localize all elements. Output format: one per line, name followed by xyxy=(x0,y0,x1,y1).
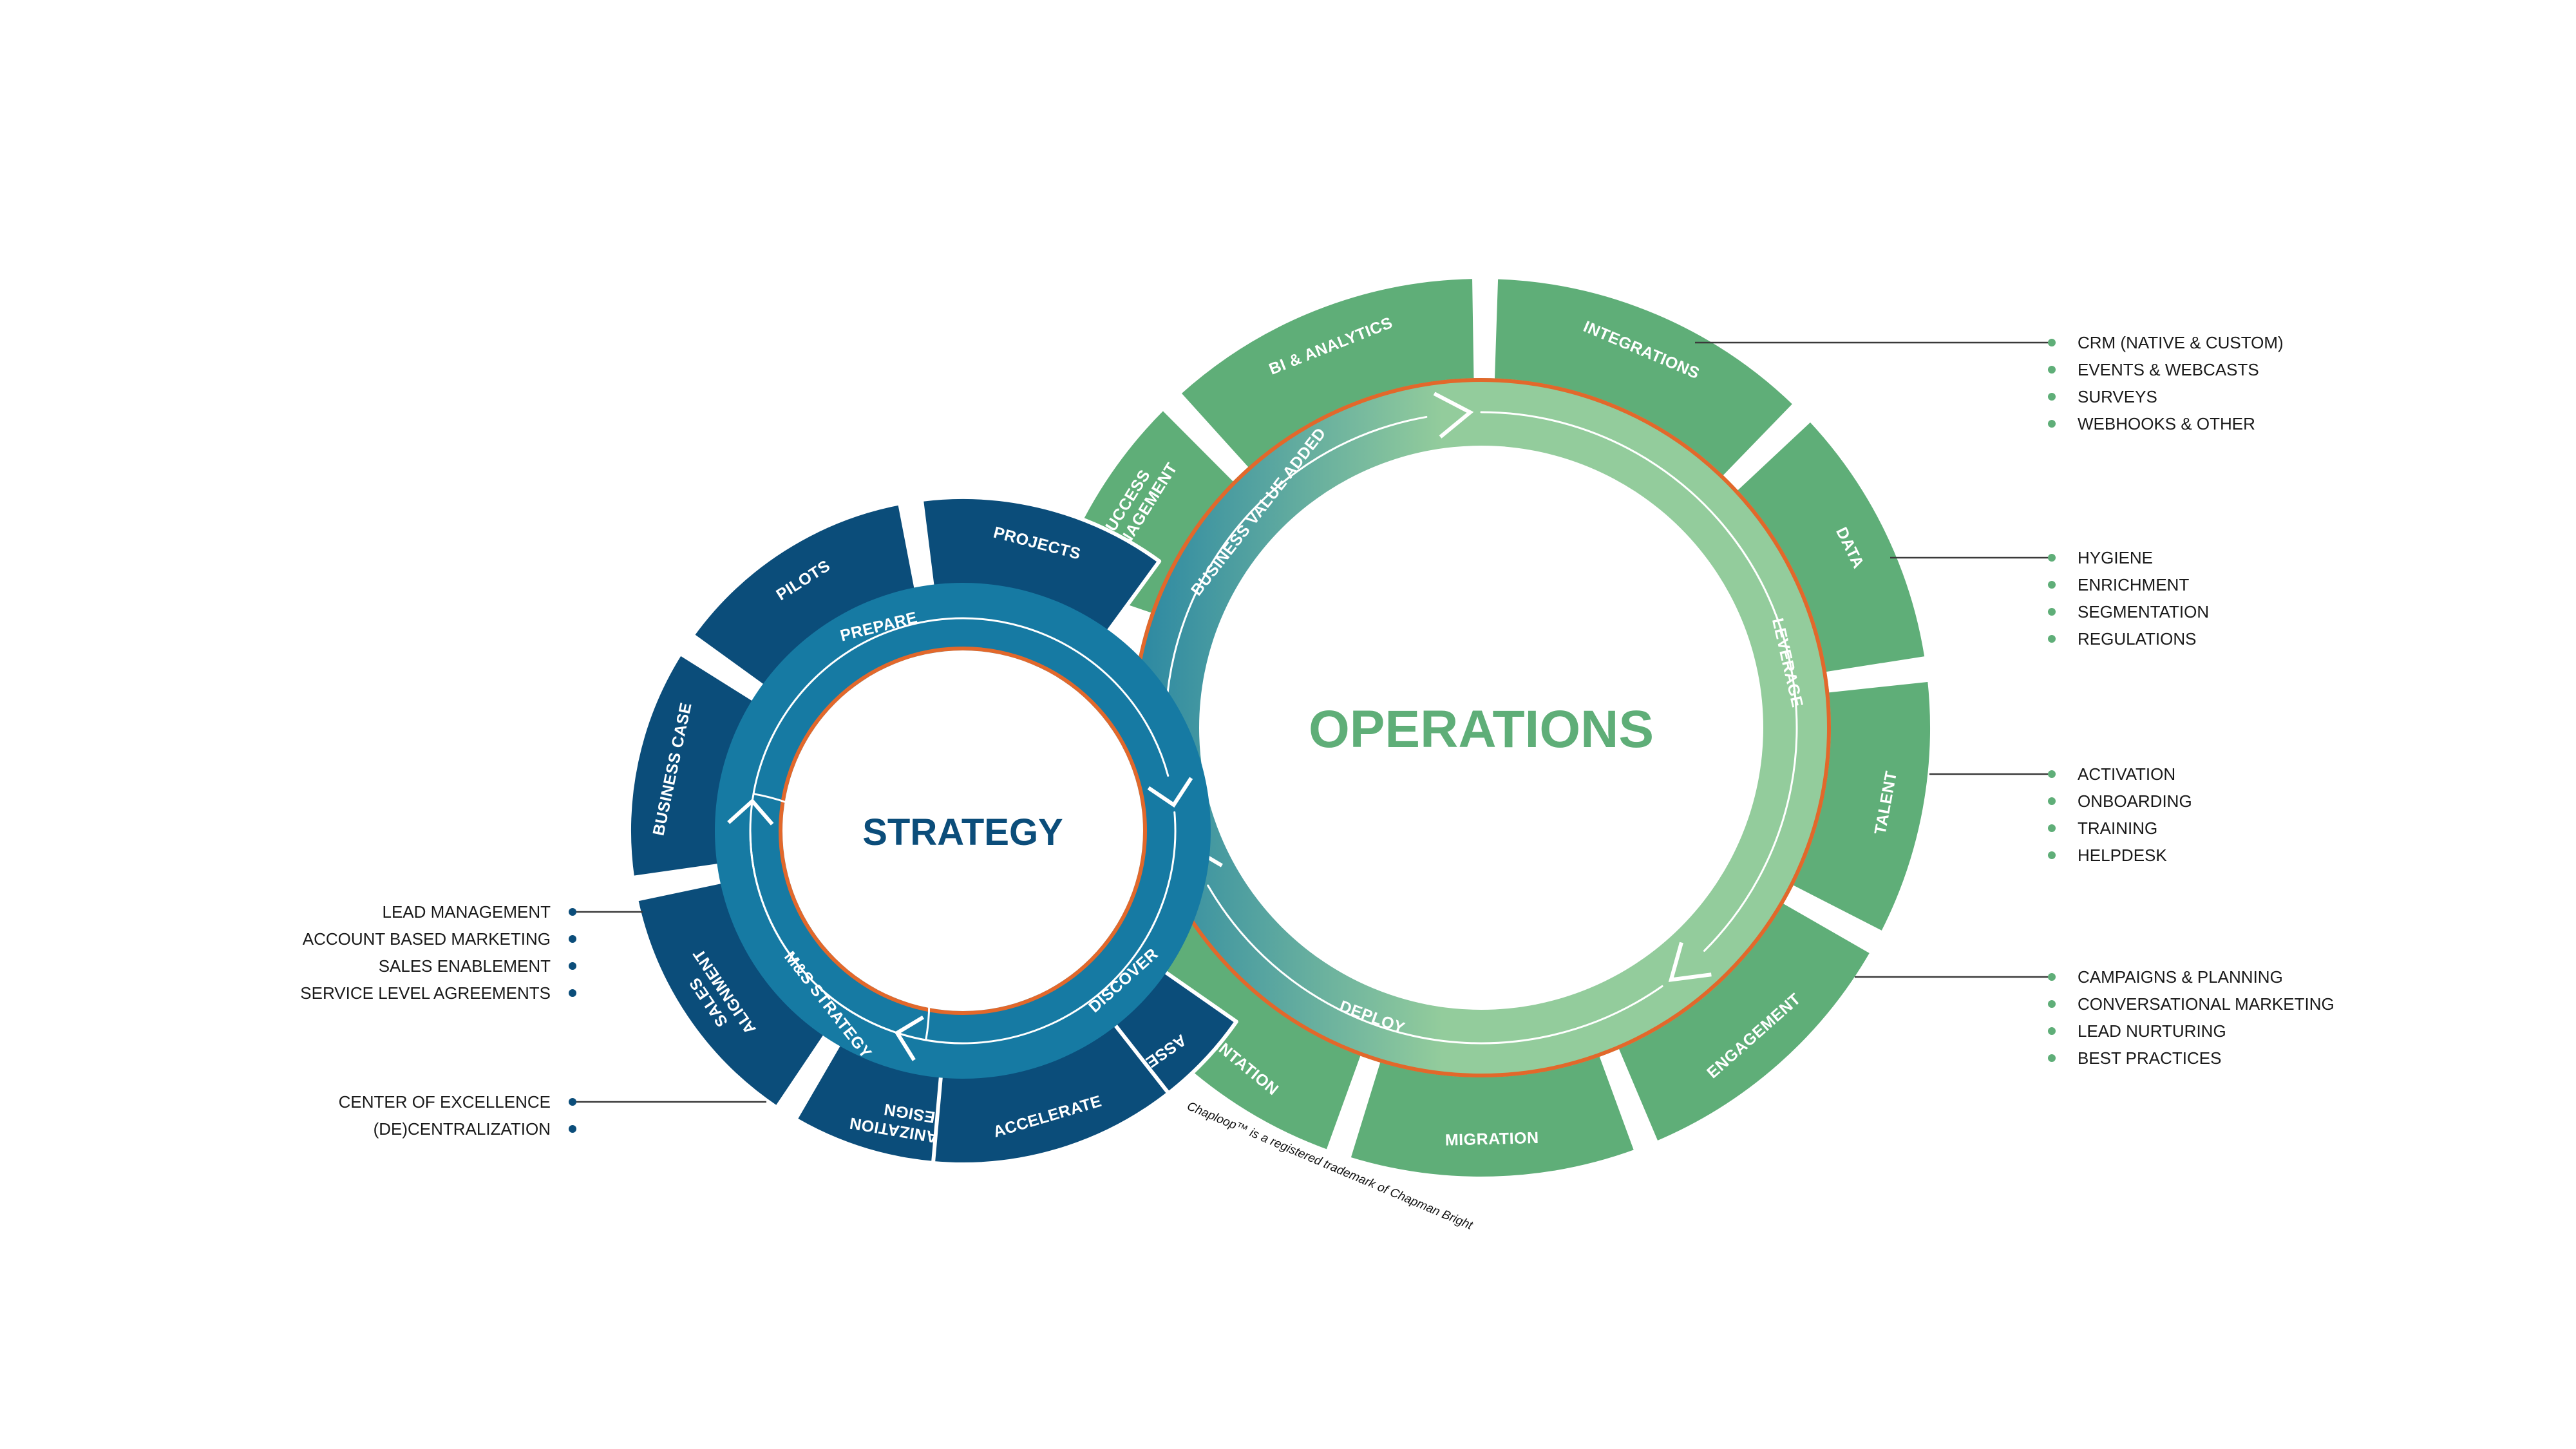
strategy-item-service-level-agreements: SERVICE LEVEL AGREEMENTS xyxy=(300,983,551,1003)
operations-item-campaigns-and-planning: CAMPAIGNS & PLANNING xyxy=(2078,967,2283,987)
operations-item-surveys: SURVEYS xyxy=(2078,387,2157,406)
operations-bullet xyxy=(2048,824,2056,832)
strategy-item-de-centralization: (DE)CENTRALIZATION xyxy=(374,1119,551,1139)
operations-bullet xyxy=(2048,1000,2056,1008)
strategy-orange-ring xyxy=(779,647,1147,1015)
operations-bullet xyxy=(2048,339,2056,346)
ring-chevron xyxy=(1668,942,1712,982)
operations-item-conversational-marketing: CONVERSATIONAL MARKETING xyxy=(2078,994,2334,1014)
ring-guide-arc xyxy=(1480,411,1798,952)
operations-item-regulations: REGULATIONS xyxy=(2078,629,2196,649)
strategy-item-account-based-marketing: ACCOUNT BASED MARKETING xyxy=(303,929,551,949)
operations-bullet xyxy=(2048,973,2056,981)
operations-segment-label-migration: MIGRATION xyxy=(1445,1129,1539,1150)
operations-bullet xyxy=(2048,797,2056,805)
operations-bullet xyxy=(2048,366,2056,374)
operations-item-best-practices: BEST PRACTICES xyxy=(2078,1048,2221,1068)
strategy-item-center-of-excellence: CENTER OF EXCELLENCE xyxy=(339,1092,551,1112)
strategy-bullet xyxy=(569,989,576,997)
operations-bullet xyxy=(2048,554,2056,562)
strategy-center-disc xyxy=(782,650,1143,1011)
operations-item-helpdesk: HELPDESK xyxy=(2078,846,2167,865)
operations-center-disc xyxy=(1199,446,1763,1010)
operations-bullet xyxy=(2048,635,2056,643)
operations-ring-guides xyxy=(1164,392,1798,1045)
strategy-item-lead-management: LEAD MANAGEMENT xyxy=(383,902,551,922)
operations-item-segmentation: SEGMENTATION xyxy=(2078,602,2209,621)
operations-bullet xyxy=(2048,420,2056,428)
operations-item-lead-nurturing: LEAD NURTURING xyxy=(2078,1021,2226,1041)
operations-item-activation: ACTIVATION xyxy=(2078,764,2175,784)
ring-chevron xyxy=(1433,392,1474,439)
ring-guide-arc xyxy=(752,793,931,1041)
operations-bullet xyxy=(2048,851,2056,859)
operations-wheel: INTEGRATIONSDATATALENTENGAGEMENTMIGRATIO… xyxy=(1052,275,1934,1180)
strategy-bullet xyxy=(569,1125,576,1133)
operations-item-enrichment: ENRICHMENT xyxy=(2078,575,2189,594)
operations-bullet xyxy=(2048,1027,2056,1035)
strategy-bullet xyxy=(569,908,576,916)
operations-bullet xyxy=(2048,393,2056,401)
ring-chevron xyxy=(1147,777,1193,808)
strategy-title: STRATEGY xyxy=(862,811,1063,853)
operations-item-events-and-webcasts: EVENTS & WEBCASTS xyxy=(2078,360,2259,379)
strategy-item-sales-enablement: SALES ENABLEMENT xyxy=(379,956,551,976)
operations-bullet xyxy=(2048,608,2056,616)
operations-title: OPERATIONS xyxy=(1309,700,1654,759)
strategy-bullet xyxy=(569,935,576,943)
ring-guide-arc xyxy=(1207,884,1663,1045)
operations-item-onboarding: ONBOARDING xyxy=(2078,791,2192,811)
strategy-bullet xyxy=(569,962,576,970)
strategy-bullet xyxy=(569,1098,576,1106)
operations-bullet xyxy=(2048,770,2056,778)
operations-item-webhooks-and-other: WEBHOOKS & OTHER xyxy=(2078,414,2255,433)
operations-bullet xyxy=(2048,581,2056,589)
operations-bullet xyxy=(2048,1054,2056,1062)
operations-item-crm-native-and-custom: CRM (NATIVE & CUSTOM) xyxy=(2078,333,2284,352)
operations-item-training: TRAINING xyxy=(2078,819,2157,838)
operations-item-hygiene: HYGIENE xyxy=(2078,548,2153,567)
ring-guide-arc xyxy=(749,811,1177,1045)
strategy-ring-guides xyxy=(727,617,1193,1061)
callout-lists: CRM (NATIVE & CUSTOM) EVENTS & WEBCASTS SU… xyxy=(300,333,2334,1139)
